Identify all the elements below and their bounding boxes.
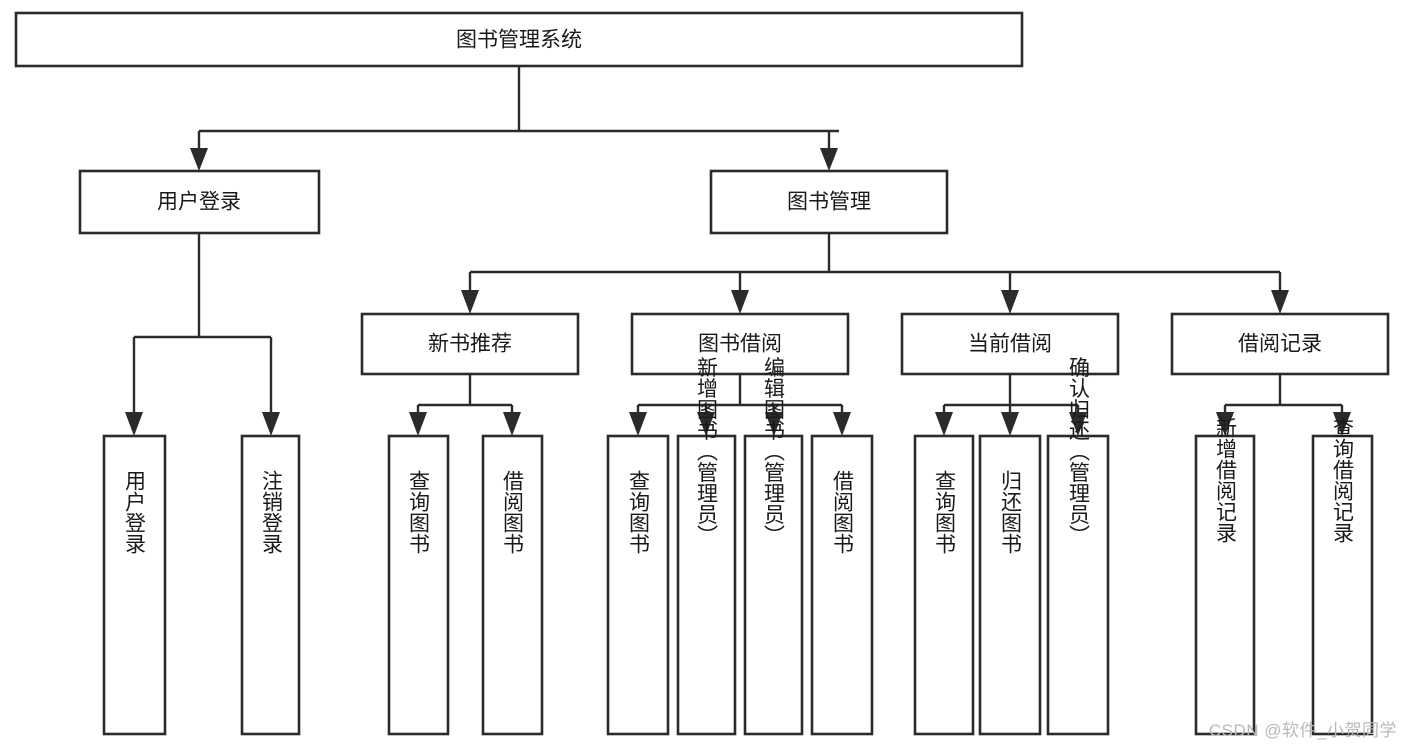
node-borrow-record[interactable]: 借阅记录 xyxy=(1170,312,1390,376)
arrow-head-current-borrow xyxy=(1001,290,1019,314)
arrow-head-leaf-user-login-2 xyxy=(262,412,280,436)
leaf-node-current-borrow-confirm-box xyxy=(1046,434,1110,736)
node-borrow-record-box xyxy=(1170,312,1390,376)
leaf-node-user-login-login-box xyxy=(102,434,167,736)
node-user-login[interactable]: 用户登录 xyxy=(78,169,321,235)
connector-group-book-manage xyxy=(461,233,1289,314)
arrow-head-leaf-current-borrow-1 xyxy=(935,412,953,436)
arrow-head-leaf-book-borrow-2 xyxy=(697,412,715,436)
connector-group-book-borrow xyxy=(629,374,851,436)
arrow-head-leaf-current-borrow-3 xyxy=(1069,412,1087,436)
connector-group-borrow-record xyxy=(1216,374,1351,436)
node-book-borrow[interactable]: 图书借阅 xyxy=(630,312,850,376)
leaf-node-book-borrow-add-label: 新增图书（管理员） xyxy=(695,357,719,546)
node-current-borrow-box xyxy=(900,312,1120,376)
leaf-node-user-login-login-label: 用户登录 xyxy=(123,470,147,554)
arrow-head-borrow-record xyxy=(1271,290,1289,314)
leaf-node-book-borrow-edit-box xyxy=(743,434,804,736)
node-book-borrow-label: 图书借阅 xyxy=(698,333,782,356)
csdn-watermark: CSDN @软件_小贺同学 xyxy=(1208,721,1397,740)
leaf-node-book-borrow-edit[interactable]: 编辑图书（管理员） xyxy=(743,357,804,736)
leaf-node-book-borrow-query-box xyxy=(606,434,670,736)
node-book-manage-label: 图书管理 xyxy=(787,191,871,214)
leaf-node-current-borrow-return-box xyxy=(978,434,1042,736)
arrow-head-book-borrow xyxy=(731,290,749,314)
arrow-head-leaf-new-book-1 xyxy=(409,412,427,436)
connector-group-user-login xyxy=(125,233,280,436)
leaf-node-book-borrow-edit-label: 编辑图书（管理员） xyxy=(762,357,786,546)
leaf-node-new-book-borrow-box xyxy=(481,434,544,736)
node-root-system-box xyxy=(14,11,1024,68)
leaf-node-book-borrow-add[interactable]: 新增图书（管理员） xyxy=(676,357,737,736)
node-new-book-recommend[interactable]: 新书推荐 xyxy=(360,312,580,376)
leaf-node-current-borrow-confirm-label: 确认归还（管理员） xyxy=(1067,357,1091,546)
arrow-head-book-manage xyxy=(820,148,838,171)
node-current-borrow[interactable]: 当前借阅 xyxy=(900,312,1120,376)
node-book-manage-box xyxy=(709,169,949,235)
leaf-node-new-book-borrow[interactable]: 借阅图书 xyxy=(481,434,544,736)
leaf-node-book-borrow-borrow-label: 借阅图书 xyxy=(831,470,855,554)
node-borrow-record-label: 借阅记录 xyxy=(1238,333,1322,356)
node-book-manage[interactable]: 图书管理 xyxy=(709,169,949,235)
leaf-node-user-login-logout[interactable]: 注销登录 xyxy=(240,434,301,736)
leaf-node-book-borrow-borrow-box xyxy=(810,434,874,736)
leaf-node-book-borrow-add-box xyxy=(676,434,737,736)
leaf-node-new-book-borrow-label: 借阅图书 xyxy=(501,470,525,554)
arrow-head-leaf-user-login-1 xyxy=(125,412,143,436)
leaf-node-current-borrow-return[interactable]: 归还图书 xyxy=(978,434,1042,736)
leaf-node-new-book-query[interactable]: 查询图书 xyxy=(387,434,450,736)
leaf-node-current-borrow-query[interactable]: 查询图书 xyxy=(913,434,975,736)
connector-group-new-book-recommend xyxy=(409,374,521,436)
arrow-head-leaf-current-borrow-2 xyxy=(1001,412,1019,436)
node-user-login-label: 用户登录 xyxy=(157,191,241,214)
leaf-node-borrow-record-add[interactable]: 新增借阅记录 xyxy=(1194,417,1256,736)
node-root-system[interactable]: 图书管理系统 xyxy=(14,11,1024,68)
node-new-book-recommend-label: 新书推荐 xyxy=(428,333,512,356)
leaf-node-new-book-query-label: 查询图书 xyxy=(407,470,431,554)
leaf-node-book-borrow-borrow[interactable]: 借阅图书 xyxy=(810,434,874,736)
arrow-head-new-book-recommend xyxy=(461,290,479,314)
arrow-head-leaf-borrow-record-2 xyxy=(1333,412,1351,436)
leaf-node-current-borrow-query-box xyxy=(913,434,975,736)
leaf-node-borrow-record-query[interactable]: 查询借阅记录 xyxy=(1311,417,1374,736)
arrow-head-leaf-new-book-2 xyxy=(503,412,521,436)
leaf-node-borrow-record-add-label: 新增借阅记录 xyxy=(1214,417,1238,543)
leaf-node-book-borrow-query-label: 查询图书 xyxy=(627,470,651,554)
arrow-head-leaf-book-borrow-1 xyxy=(629,412,647,436)
leaf-node-borrow-record-query-box xyxy=(1311,434,1374,736)
leaf-node-current-borrow-query-label: 查询图书 xyxy=(933,470,957,554)
leaf-node-user-login-logout-box xyxy=(240,434,301,736)
arrow-head-user-login xyxy=(190,148,208,171)
node-book-borrow-box xyxy=(630,312,850,376)
connector-group-current-borrow xyxy=(935,374,1087,436)
node-user-login-box xyxy=(78,169,321,235)
leaf-node-user-login-login[interactable]: 用户登录 xyxy=(102,434,167,736)
node-new-book-recommend-box xyxy=(360,312,580,376)
leaf-node-current-borrow-return-label: 归还图书 xyxy=(999,470,1023,554)
arrow-head-leaf-book-borrow-3 xyxy=(765,412,783,436)
leaf-node-user-login-logout-label: 注销登录 xyxy=(260,470,284,554)
connector-group-root xyxy=(190,66,839,171)
node-current-borrow-label: 当前借阅 xyxy=(968,333,1052,356)
node-root-system-label: 图书管理系统 xyxy=(456,29,582,52)
leaf-node-borrow-record-query-label: 查询借阅记录 xyxy=(1331,417,1355,543)
leaf-node-new-book-query-box xyxy=(387,434,450,736)
leaf-node-borrow-record-add-box xyxy=(1194,434,1256,736)
arrow-head-leaf-borrow-record-1 xyxy=(1216,412,1234,436)
arrow-head-leaf-book-borrow-4 xyxy=(833,412,851,436)
leaf-node-book-borrow-query[interactable]: 查询图书 xyxy=(606,434,670,736)
leaf-node-current-borrow-confirm[interactable]: 确认归还（管理员） xyxy=(1046,357,1110,736)
